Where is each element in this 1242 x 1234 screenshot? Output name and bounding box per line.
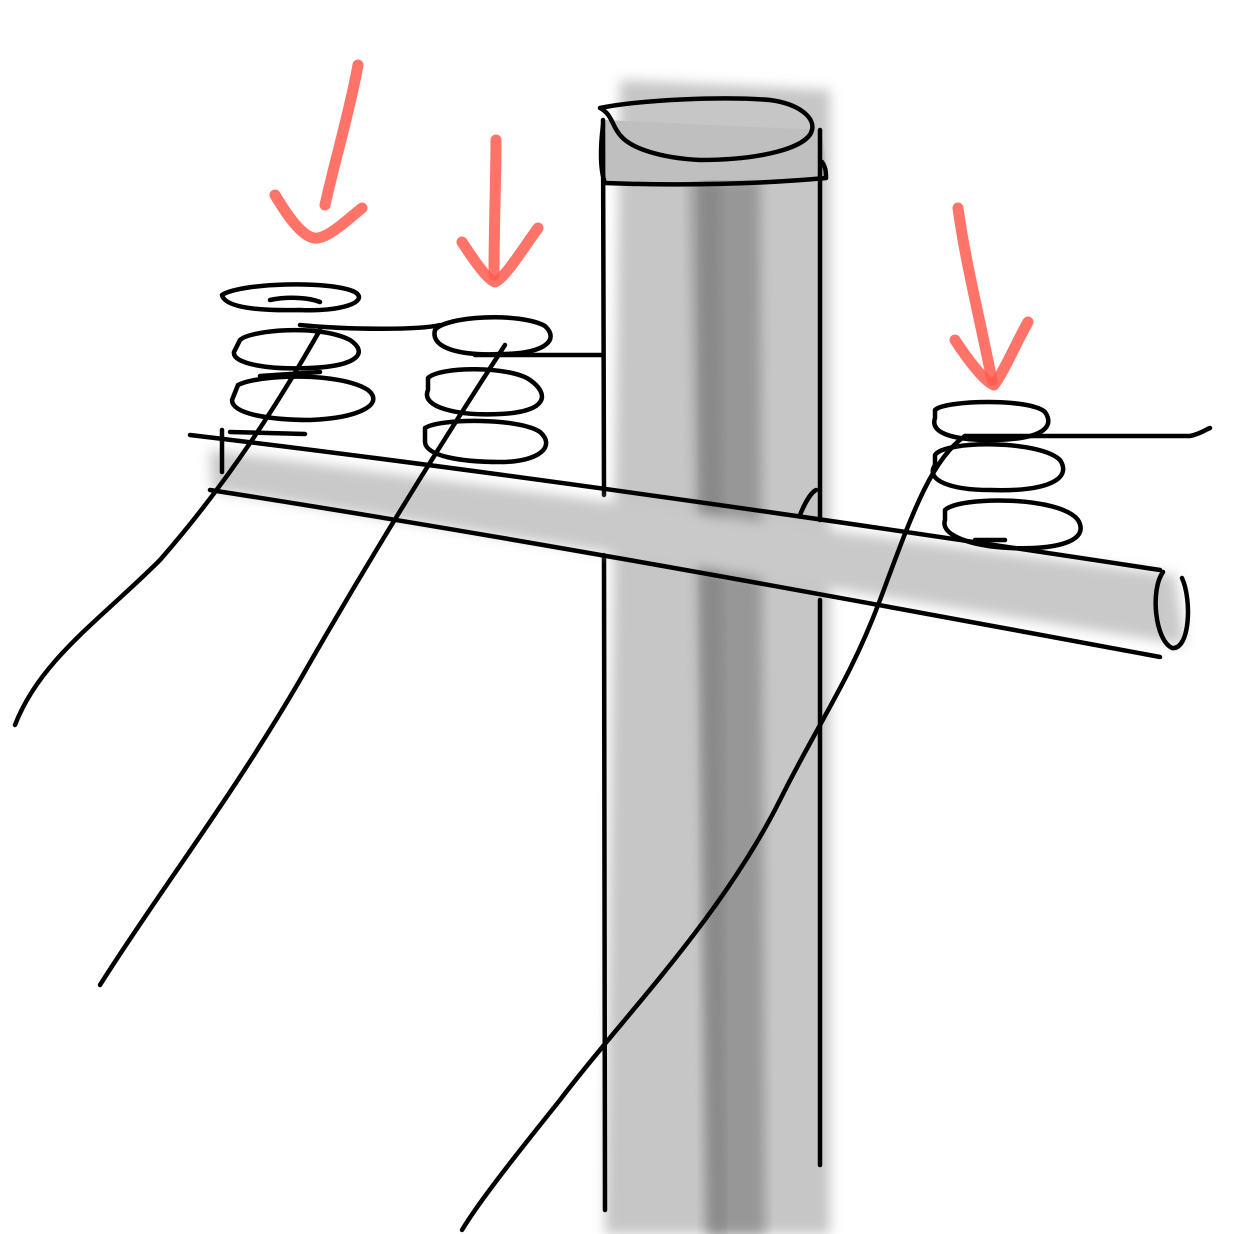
insulator-left-disc-3 [229,374,376,423]
arrow-right-shaft [952,202,998,386]
arrow-middle-shaft [488,134,502,281]
crossarm-pole-joint [797,487,819,518]
insulator-right-top-disc [932,399,1051,443]
insulator-right-tie-wire [962,425,1213,439]
line-right-drop [459,433,968,1233]
red-arrows [269,59,1034,391]
line-left-drop [12,327,323,728]
insulator-left-top-line [267,295,323,305]
insulator-right [930,399,1213,551]
pole-shading [605,80,830,1234]
insulator-right-disc-2 [930,442,1066,493]
insulator-left-binding-1 [257,369,323,379]
insulator-middle [422,315,606,465]
arrow-left [269,59,368,244]
arrow-left-shaft [319,59,364,211]
insulator-right-disc-3 [942,498,1083,551]
utility-pole [597,80,830,1234]
arrow-middle-head [456,222,544,288]
arrow-left-head [269,189,368,244]
pole-cap-fill [600,120,826,183]
insulator-left-top-disc [219,282,362,313]
pole-left-edge-lower [601,552,608,1213]
arrow-right-head [949,316,1034,391]
insulator-left [219,282,376,475]
arrow-right [949,202,1034,391]
pole-top-ellipse [597,96,815,163]
power-lines [12,322,968,1233]
crossarm-fill [210,450,1185,645]
crossarm-end-cap [1153,569,1191,651]
crossarm-bottom-edge [207,487,1163,660]
insulator-left-binding-2 [227,429,308,437]
line-middle-drop [97,342,508,988]
line-span-left-to-middle [297,322,443,331]
pole-shadow-dark [700,160,725,1234]
insulator-middle-disc-2 [424,367,545,417]
arrow-middle [456,134,544,288]
insulator-left-disc-2 [231,327,361,371]
crossarm [187,432,1191,660]
insulator-middle-top-disc [432,315,553,357]
insulator-middle-disc-3 [422,418,549,465]
pole-left-edge-upper [600,117,607,498]
